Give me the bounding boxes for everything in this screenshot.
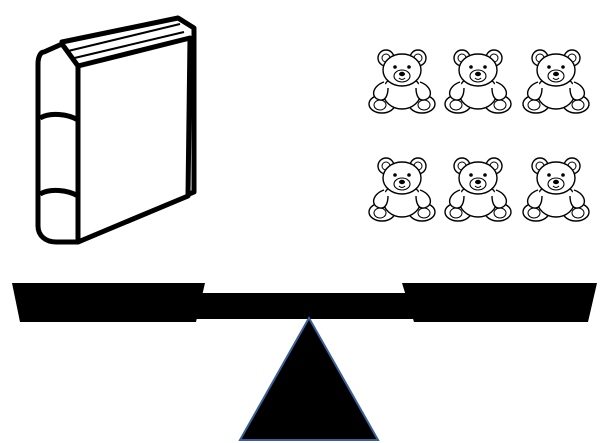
left-pan <box>12 283 205 322</box>
teddy-bear-group <box>368 49 590 222</box>
book-icon <box>35 15 197 245</box>
balance-beam <box>194 293 416 319</box>
teddy-bear-icon <box>522 157 590 222</box>
fulcrum <box>238 315 380 441</box>
teddy-bear-icon <box>444 49 512 114</box>
teddy-bear-icon <box>444 157 512 222</box>
right-pan <box>402 283 597 322</box>
teddy-bear-icon <box>368 157 436 222</box>
teddy-bear-icon <box>522 49 590 114</box>
teddy-bear-icon <box>368 49 436 114</box>
balance-scale <box>12 283 597 441</box>
